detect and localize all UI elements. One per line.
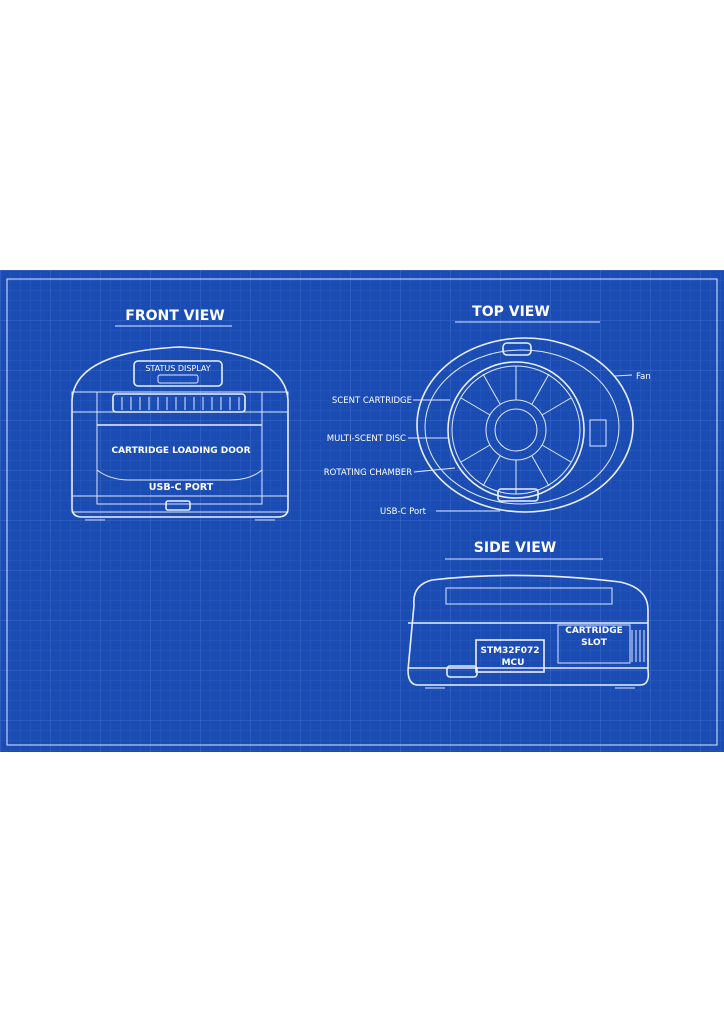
top-view: TOP VIEW SCENT CARTRIDGE MULTI-SCENT DIS… <box>324 304 651 517</box>
cartridge-door-label: CARTRIDGE LOADING DOOR <box>111 446 250 456</box>
label-fan: Fan <box>636 372 651 382</box>
side-body-outline <box>407 574 650 686</box>
blueprint-svg: FRONT VIEW STATUS DISPLAY CARTRIDGE LOAD… <box>0 270 724 752</box>
mcu-label-2: MCU <box>502 658 525 668</box>
front-view-title: FRONT VIEW <box>125 308 224 324</box>
label-scent-cartridge: SCENT CARTRIDGE <box>332 396 412 406</box>
side-view: SIDE VIEW STM32F072 MCU CARTRIDGE SLOT <box>407 540 650 689</box>
slot-label-2: SLOT <box>581 638 608 648</box>
vent-grille <box>112 393 246 413</box>
top-fan-slot <box>502 342 532 356</box>
status-display-box <box>133 360 223 387</box>
mcu-box <box>475 639 545 673</box>
front-body-outline <box>71 346 289 518</box>
front-view: FRONT VIEW STATUS DISPLAY CARTRIDGE LOAD… <box>71 308 289 521</box>
mcu-label-1: STM32F072 <box>480 646 539 656</box>
grid <box>0 270 724 752</box>
frame-border <box>6 278 718 746</box>
label-rotating-chamber: ROTATING CHAMBER <box>324 468 412 478</box>
blueprint-drawing: FRONT VIEW STATUS DISPLAY CARTRIDGE LOAD… <box>0 270 724 752</box>
status-display-label: STATUS DISPLAY <box>145 364 210 373</box>
side-view-title: SIDE VIEW <box>474 540 556 556</box>
side-usb-port <box>446 665 478 678</box>
usb-c-port-label: USB-C PORT <box>149 482 214 493</box>
label-usb-c-port: USB-C Port <box>380 507 427 517</box>
cartridge-slot-box <box>557 624 631 664</box>
slot-label-1: CARTRIDGE <box>565 626 623 636</box>
top-view-title: TOP VIEW <box>472 304 550 320</box>
top-usb-port <box>497 488 539 502</box>
outer-housing <box>416 337 634 513</box>
label-multi-scent-disc: MULTI-SCENT DISC <box>327 434 406 444</box>
usb-c-port <box>165 500 191 511</box>
multi-scent-disc <box>447 361 585 499</box>
